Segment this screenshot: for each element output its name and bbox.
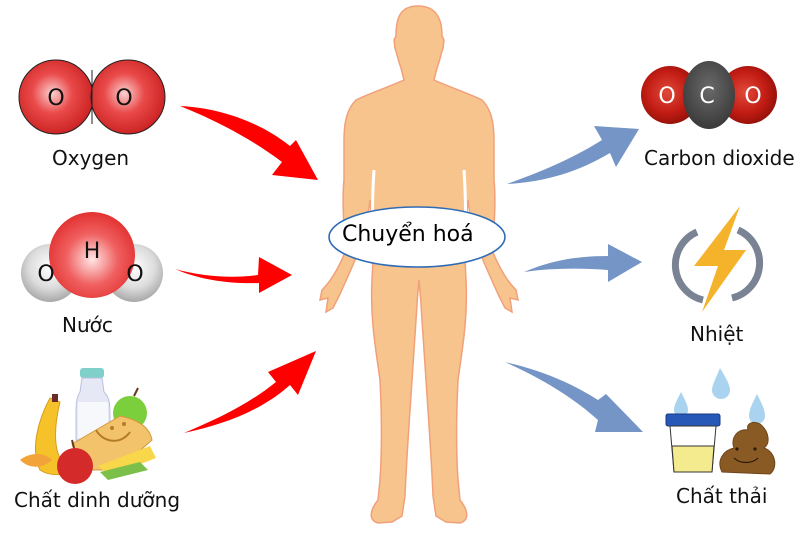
atom-label: H <box>84 239 101 264</box>
waste-label: Chất thải <box>676 484 768 508</box>
metabolism-label: Chuyển hoá <box>342 222 474 247</box>
atom-label: O <box>126 262 143 287</box>
arrow-oxygen-to-body <box>180 106 318 180</box>
arrow-body-to-carbon-dioxide <box>507 126 639 184</box>
red-apple-icon <box>57 448 93 484</box>
atom-label: C <box>699 84 714 109</box>
lightning-energy-icon <box>671 206 764 312</box>
carbon-dioxide-molecule-icon: O C O <box>641 61 777 129</box>
arrow-nutrients-to-body <box>184 351 316 433</box>
water-label: Nước <box>62 313 113 337</box>
drop-icon <box>712 368 730 399</box>
carbon-dioxide-label: Carbon dioxide <box>644 146 795 170</box>
cup-lid-icon <box>665 413 721 427</box>
food-icon <box>20 368 156 484</box>
drop-icon <box>749 394 765 424</box>
atom-label: O <box>744 84 761 109</box>
atom-label: O <box>37 262 54 287</box>
water-molecule-icon: H O O <box>21 212 163 302</box>
atom-label: O <box>115 86 132 111</box>
oxygen-molecule-icon: O O <box>18 59 166 135</box>
urine-cup-icon <box>671 445 715 473</box>
heat-label: Nhiệt <box>690 322 744 346</box>
drop-icon <box>674 392 688 417</box>
nutrients-label: Chất dinh dưỡng <box>14 488 181 512</box>
poop-icon <box>719 421 776 475</box>
metabolism-ellipse <box>328 206 506 268</box>
arrow-body-to-waste <box>505 362 643 432</box>
arrow-water-to-body <box>175 257 292 293</box>
atom-label: O <box>47 86 64 111</box>
atom-label: O <box>658 84 675 109</box>
arrow-body-to-heat <box>524 244 642 282</box>
bottle-cap-icon <box>80 368 104 378</box>
oxygen-label: Oxygen <box>52 146 130 170</box>
waste-icon <box>665 368 776 475</box>
